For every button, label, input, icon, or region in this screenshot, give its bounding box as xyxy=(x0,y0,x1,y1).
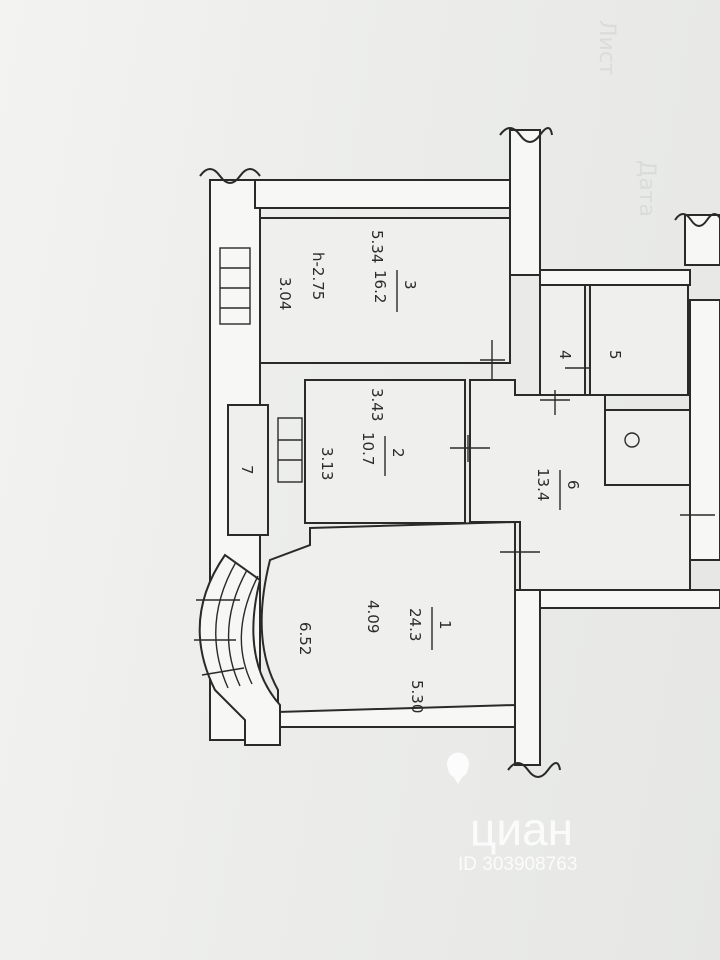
room-1-number: 1 xyxy=(436,620,454,630)
room-1-length: 6.52 xyxy=(296,622,314,655)
room-labels: 5.34 3 16.2 h-2.75 3.04 3.43 2 10.7 3.13… xyxy=(238,230,624,713)
svg-text:Дата: Дата xyxy=(634,160,659,217)
room-1-area: 24.3 xyxy=(406,608,424,641)
bay-window xyxy=(194,553,281,746)
watermark-brand: циан xyxy=(470,803,573,855)
door-marks xyxy=(450,340,715,568)
room-5 xyxy=(589,284,689,396)
background-bleed-text: Дата Лист xyxy=(594,20,659,217)
wall-break-marks xyxy=(199,127,720,778)
location-pin-icon xyxy=(447,752,470,784)
room-1-width: 4.09 xyxy=(364,600,382,633)
room-2-area: 10.7 xyxy=(359,432,377,465)
watermark: циан ID 303908763 xyxy=(447,752,577,875)
room-1 xyxy=(260,520,516,714)
svg-text:Лист: Лист xyxy=(594,20,619,76)
room-3-area: 16.2 xyxy=(371,270,389,303)
room-3-length: 5.34 xyxy=(368,230,386,263)
drain-icon xyxy=(624,432,640,448)
room-3 xyxy=(259,217,511,364)
room-7 xyxy=(227,404,269,536)
room-4 xyxy=(539,284,586,396)
room-3-number: 3 xyxy=(401,280,419,290)
room-3-height: h-2.75 xyxy=(309,252,327,300)
room-2-length: 3.43 xyxy=(368,388,386,421)
room-4-number: 4 xyxy=(556,350,574,360)
utility-area xyxy=(604,409,691,486)
room-7-number: 7 xyxy=(238,465,256,475)
room-6-number: 6 xyxy=(564,480,582,490)
room-2-width: 3.13 xyxy=(318,447,336,480)
room-3-width: 3.04 xyxy=(276,277,294,310)
watermark-listing-id: ID 303908763 xyxy=(458,854,577,875)
room-2-number: 2 xyxy=(389,448,407,458)
room-6-area: 13.4 xyxy=(534,468,552,501)
vent-shaft-hatching xyxy=(219,247,303,483)
room-5-number: 5 xyxy=(606,350,624,360)
room-1-extra-dimension: 5.30 xyxy=(408,680,426,713)
